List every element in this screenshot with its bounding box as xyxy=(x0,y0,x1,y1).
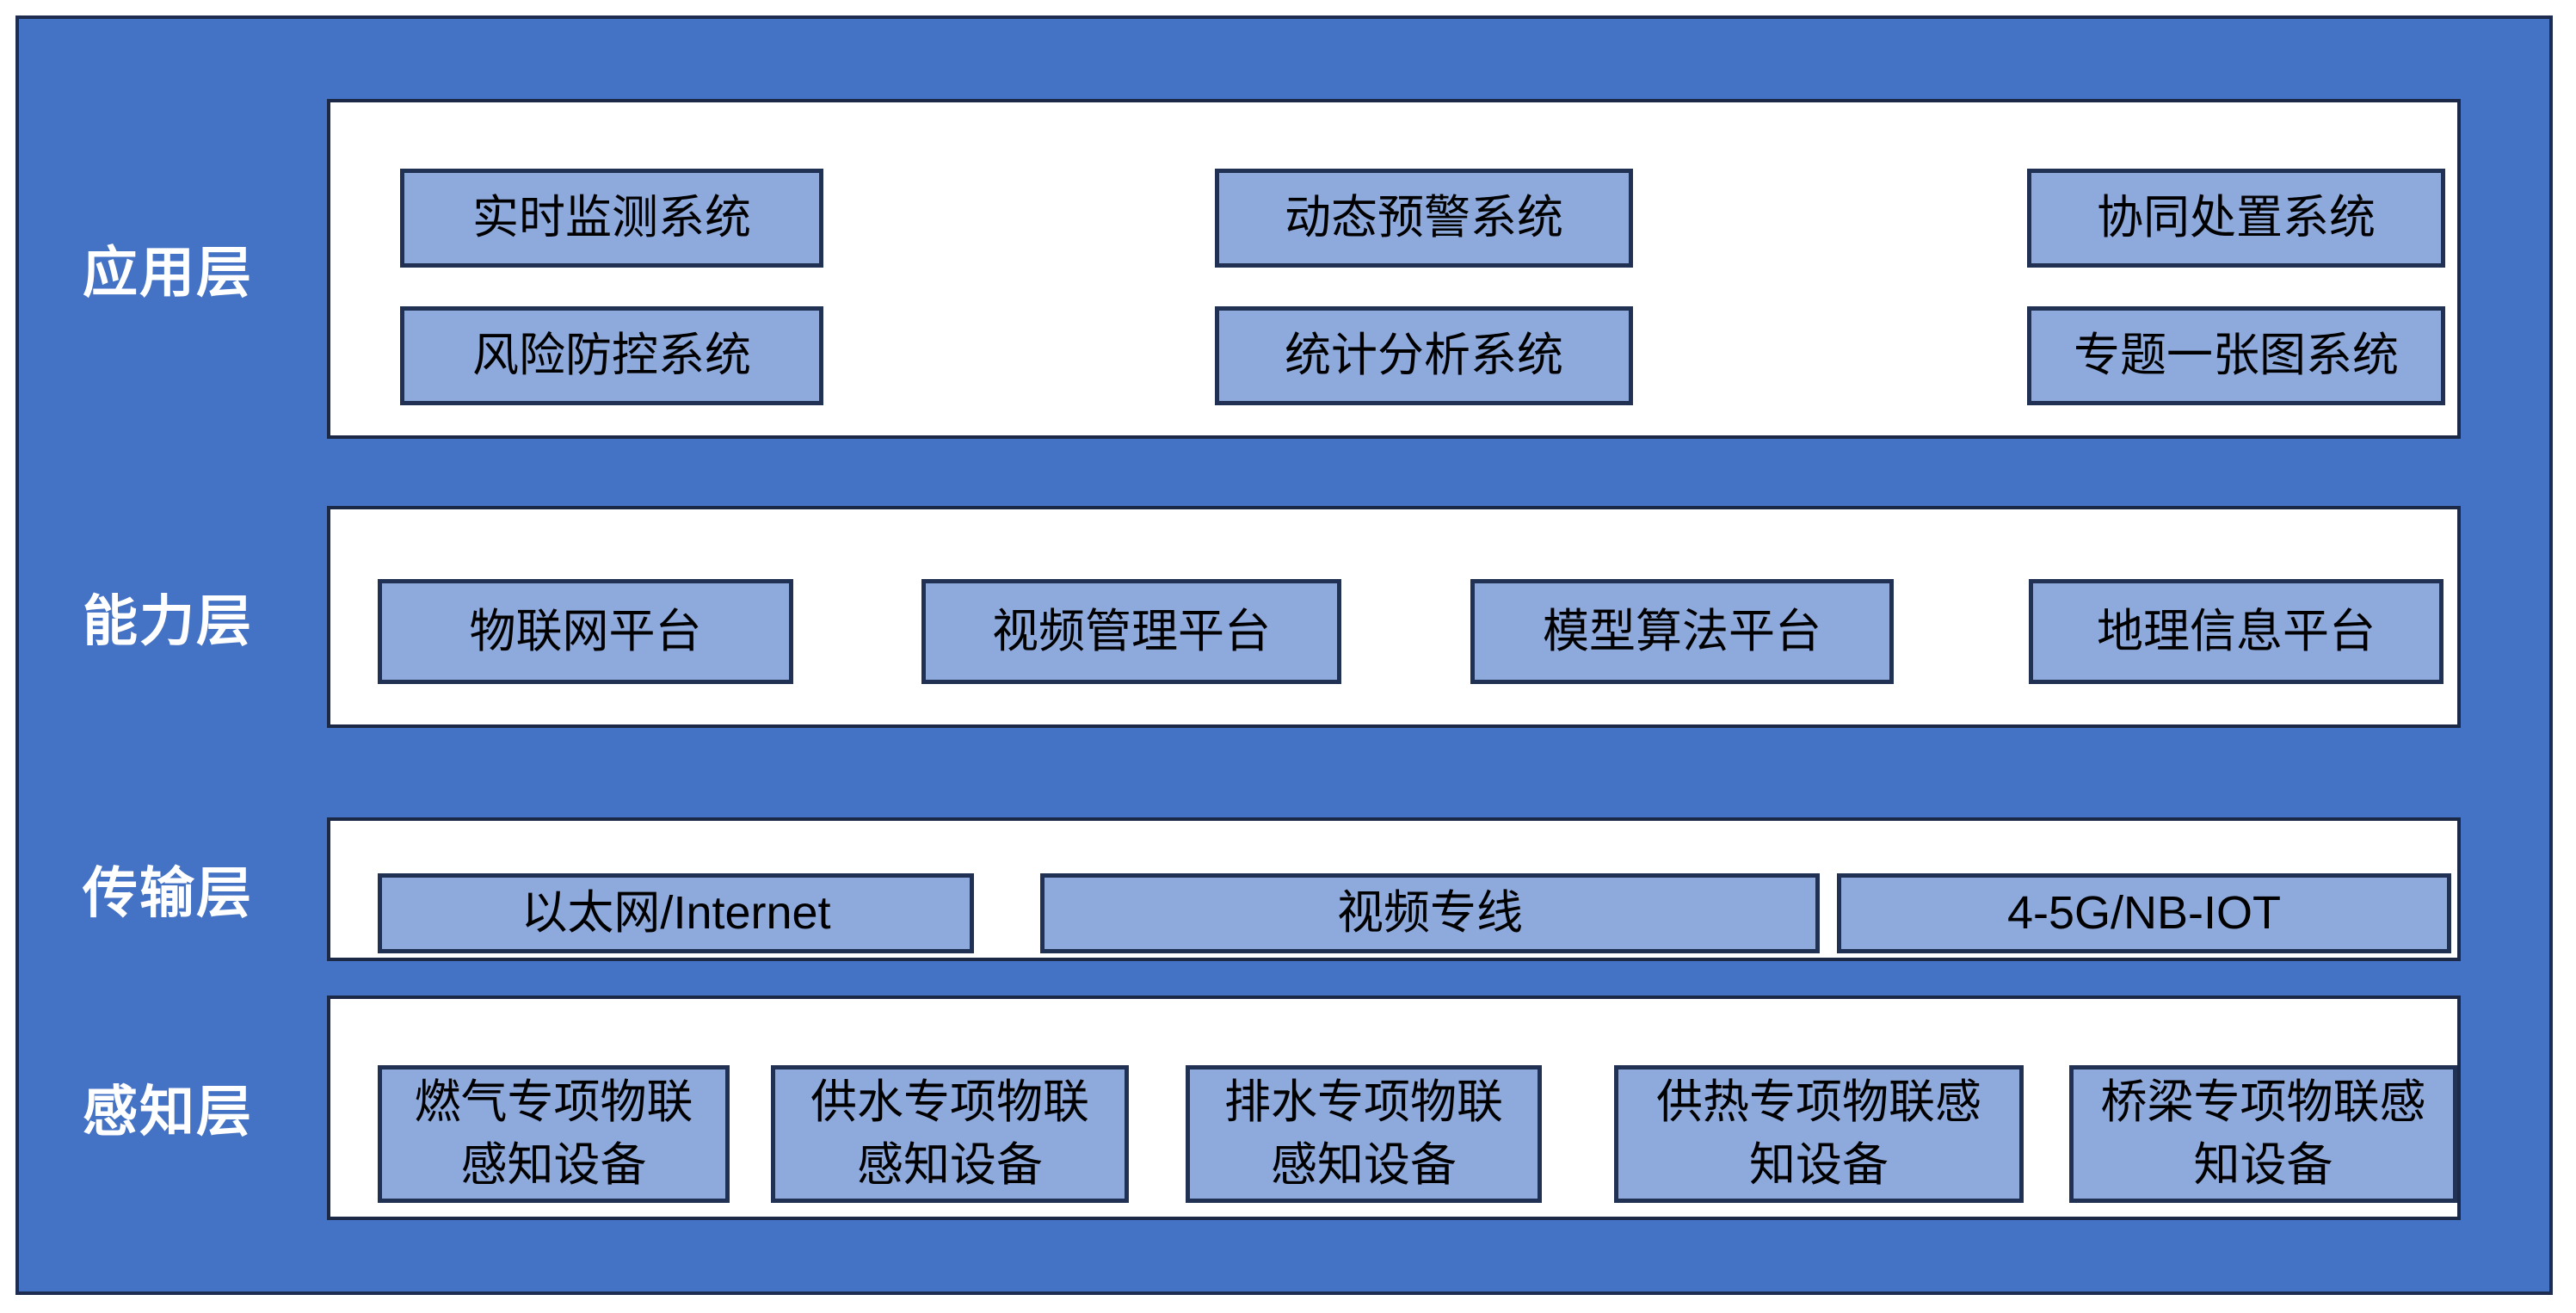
box-geographic-info-platform: 地理信息平台 xyxy=(2029,579,2444,684)
panel-capability-layer: 物联网平台 视频管理平台 模型算法平台 地理信息平台 xyxy=(327,506,2461,728)
box-water-supply-iot-sensing-devices: 供水专项物联 感知设备 xyxy=(771,1065,1129,1203)
panel-perception-layer: 燃气专项物联 感知设备 供水专项物联 感知设备 排水专项物联 感知设备 供热专项… xyxy=(327,996,2461,1220)
layer-label-capability: 能力层 xyxy=(83,590,253,652)
box-realtime-monitoring-system: 实时监测系统 xyxy=(400,169,823,268)
panel-transport-layer: 以太网/Internet 视频专线 4-5G/NB-IOT xyxy=(327,817,2461,961)
box-video-management-platform: 视频管理平台 xyxy=(921,579,1341,684)
box-collaborative-disposal-system: 协同处置系统 xyxy=(2027,169,2445,268)
box-iot-platform: 物联网平台 xyxy=(378,579,793,684)
box-statistical-analysis-system: 统计分析系统 xyxy=(1215,306,1633,405)
panel-application-layer: 实时监测系统 动态预警系统 协同处置系统 风险防控系统 统计分析系统 专题一张图… xyxy=(327,99,2461,439)
layer-label-transport: 传输层 xyxy=(83,862,253,924)
layer-label-perception: 感知层 xyxy=(83,1081,253,1143)
layer-label-application: 应用层 xyxy=(83,242,253,304)
box-ethernet-internet: 以太网/Internet xyxy=(378,873,974,953)
box-drainage-iot-sensing-devices: 排水专项物联 感知设备 xyxy=(1186,1065,1542,1203)
box-4-5g-nb-iot: 4-5G/NB-IOT xyxy=(1837,873,2451,953)
box-heating-iot-sensing-devices: 供热专项物联感 知设备 xyxy=(1614,1065,2024,1203)
box-dynamic-warning-system: 动态预警系统 xyxy=(1215,169,1633,268)
box-risk-prevention-system: 风险防控系统 xyxy=(400,306,823,405)
box-thematic-one-map-system: 专题一张图系统 xyxy=(2027,306,2445,405)
box-model-algorithm-platform: 模型算法平台 xyxy=(1470,579,1894,684)
box-video-private-line: 视频专线 xyxy=(1040,873,1820,953)
box-gas-iot-sensing-devices: 燃气专项物联 感知设备 xyxy=(378,1065,730,1203)
box-bridge-iot-sensing-devices: 桥梁专项物联感 知设备 xyxy=(2069,1065,2457,1203)
